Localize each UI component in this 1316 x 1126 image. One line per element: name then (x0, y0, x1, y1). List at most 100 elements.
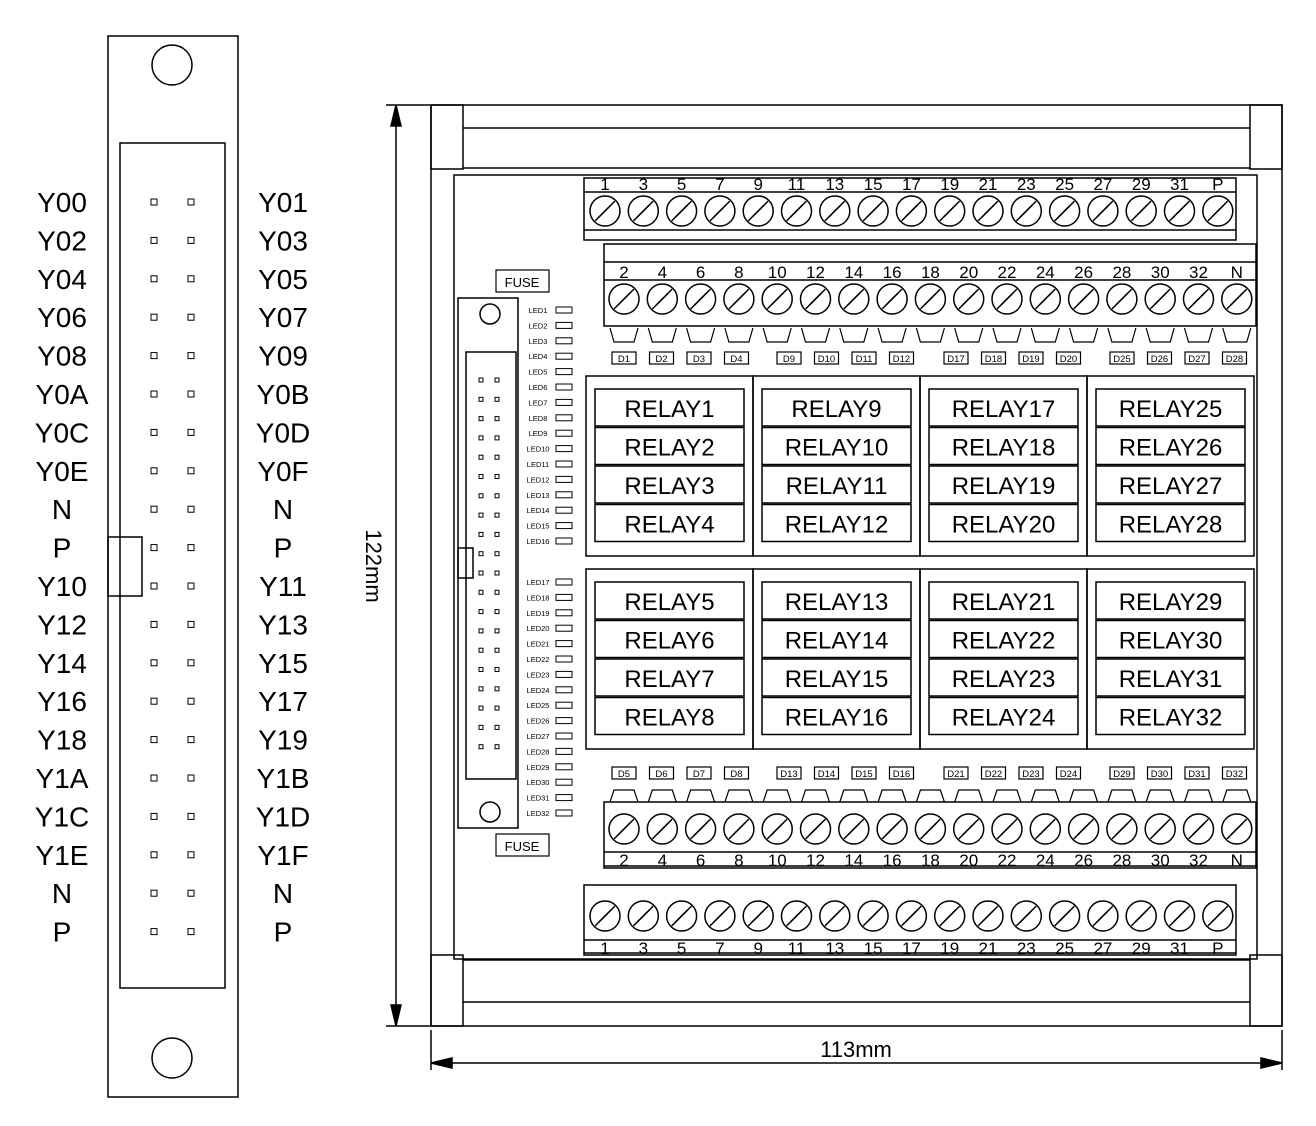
led-label: LED15 (527, 522, 550, 531)
relay-label: RELAY6 (624, 628, 714, 655)
connector-pins (150, 198, 195, 936)
screw-icon (991, 813, 1023, 845)
connector-pin-label-right: Y17 (258, 686, 308, 717)
connector-pin-label-right: Y0D (256, 417, 310, 448)
screw-icon (1029, 283, 1062, 315)
led-label: LED2 (529, 321, 548, 330)
screw-icon (972, 900, 1004, 932)
terminal-label: 15 (864, 939, 883, 958)
led-label: LED23 (527, 670, 550, 679)
terminal-label: 5 (677, 939, 686, 958)
diode-label: D9 (783, 354, 795, 365)
connector-pin-label-left: Y0A (36, 379, 89, 410)
idc-pin (494, 628, 500, 634)
connector-pin (187, 812, 195, 820)
relay-label: RELAY5 (624, 589, 714, 616)
led-icon (555, 475, 573, 483)
width-dimension-label: 113mm (820, 1037, 892, 1062)
idc-pin (494, 416, 500, 422)
screw-icon (1163, 900, 1196, 932)
idc-pin (478, 686, 484, 692)
screw-icon (952, 283, 985, 315)
terminal-label: 21 (979, 939, 998, 958)
screw-icon (627, 900, 660, 932)
terminal-label: 20 (959, 263, 978, 282)
diode-label: D14 (818, 769, 835, 780)
terminal-label: 13 (825, 939, 844, 958)
led-icon (555, 717, 573, 725)
diode-label: D15 (855, 769, 872, 780)
screw-icon (665, 195, 698, 227)
idc-pin (494, 493, 500, 499)
relay-label: RELAY11 (786, 473, 888, 500)
terminal-label: 16 (883, 263, 902, 282)
idc-pin (478, 570, 484, 576)
screw-icon (1221, 283, 1253, 315)
idc-pin (478, 474, 484, 479)
connector-pin (187, 697, 195, 705)
idc-pin (478, 609, 484, 615)
screw-icon (684, 813, 717, 845)
connector-pin-label-left: Y1E (36, 840, 89, 871)
led-icon (555, 655, 573, 663)
idc-pin (478, 705, 484, 711)
fuse-top: FUSE (495, 269, 550, 293)
diode-label: D32 (1226, 769, 1243, 780)
terminal-label: 27 (1093, 175, 1112, 194)
screw-icon (723, 813, 755, 845)
terminal-label: P (1212, 175, 1223, 194)
screw-icon (1182, 813, 1215, 845)
diode-icon (943, 766, 969, 780)
connector-pin (150, 467, 158, 475)
relay-box (1095, 619, 1246, 659)
led-icon (555, 701, 573, 709)
terminal-label: P (1212, 939, 1223, 958)
led-icon (555, 609, 573, 617)
screw-icon (1067, 813, 1100, 845)
connector-housing (119, 142, 226, 989)
led-icon (555, 368, 573, 376)
diode-label: D16 (893, 769, 910, 780)
relay-label: RELAY8 (624, 705, 714, 732)
terminal-label: 22 (998, 851, 1017, 870)
diode-label: D27 (1188, 354, 1205, 365)
screw-icon (646, 283, 679, 315)
height-dimension: 122mm (361, 104, 430, 1027)
relay-label: RELAY1 (624, 396, 714, 423)
diode-icon (1221, 766, 1248, 780)
led-icon (555, 445, 573, 453)
connector-faceplate (107, 35, 239, 1098)
screw-icon (799, 813, 832, 845)
connector-pin-label-left: N (52, 494, 72, 525)
relay-label: RELAY3 (624, 473, 714, 500)
connector-pin (150, 774, 158, 782)
relay-box (594, 426, 745, 466)
board-frame (430, 104, 1283, 1027)
diode-label: D26 (1151, 354, 1168, 365)
terminal-label: 28 (1112, 851, 1131, 870)
terminal-label: 5 (677, 175, 686, 194)
diode-icon (851, 351, 877, 365)
relay-box (928, 503, 1079, 543)
relay-label: RELAY13 (785, 589, 889, 616)
terminal-label: 28 (1112, 263, 1131, 282)
screw-icon (646, 813, 679, 845)
relay-label: RELAY28 (1119, 512, 1223, 539)
led-label: LED12 (527, 475, 550, 484)
connector-pin (187, 428, 195, 436)
terminal-label: 24 (1036, 851, 1055, 870)
connector-pin-label-left: Y18 (37, 725, 87, 756)
connector-pin-label-left: P (53, 533, 72, 564)
idc-pin (494, 551, 500, 557)
terminal-label: 18 (921, 851, 940, 870)
terminal-label: 19 (940, 939, 959, 958)
led-icon (555, 337, 573, 345)
terminal-label: 19 (940, 175, 959, 194)
connector-pin (150, 275, 158, 283)
relay-box (761, 581, 912, 620)
connector-pin-label-left: N (52, 878, 72, 909)
connector-pin-label-left: Y04 (37, 264, 87, 295)
terminal-label: 24 (1036, 263, 1055, 282)
